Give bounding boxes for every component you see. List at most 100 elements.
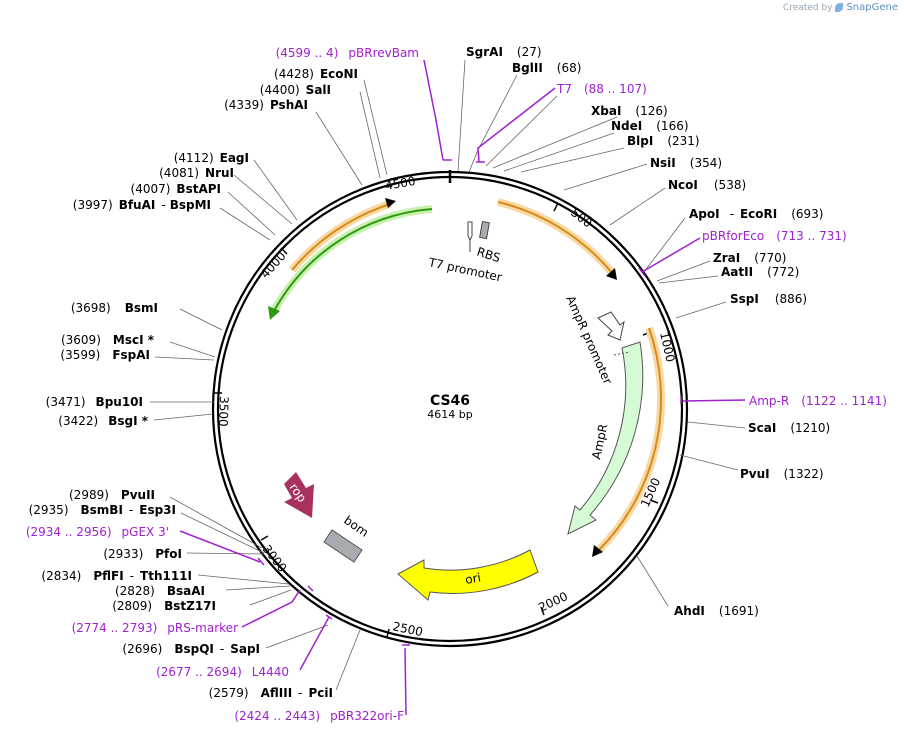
primer-pbrrevbam-range: (4599 .. 4) xyxy=(276,46,339,60)
site-pflfi-pos: (2834) xyxy=(41,569,81,583)
ampr-promoter-label: AmpR promoter xyxy=(563,294,615,387)
svg-text:(2424 .. 2443)pBR322ori-F: (2424 .. 2443)pBR322ori-F xyxy=(234,709,404,723)
site-msci-pos: (3609) xyxy=(61,333,101,347)
tick-500: 500 xyxy=(568,205,595,230)
leader-lines xyxy=(150,59,746,691)
svg-text:(2934 .. 2956)pGEX 3': (2934 .. 2956)pGEX 3' xyxy=(26,525,169,539)
svg-text:(2834)PflFI-Tth111I: (2834)PflFI-Tth111I xyxy=(41,569,192,583)
ori-arrow xyxy=(397,549,539,601)
site-xbai-pos: (126) xyxy=(635,104,667,118)
primer-l4440-range: (2677 .. 2694) xyxy=(156,665,242,679)
site-bsmi-name: BsmI xyxy=(125,301,158,315)
site-bpu10i-name: Bpu10I xyxy=(96,395,143,409)
site-bsmbi-name: BsmBI xyxy=(81,503,123,517)
svg-text:NdeI(166): NdeI(166) xyxy=(611,119,689,133)
svg-text:(3609)MscI *: (3609)MscI * xyxy=(61,333,155,347)
orange-feature-arrow-right xyxy=(597,327,663,552)
site-ncoi-name: NcoI xyxy=(668,178,698,192)
site-sgrai-name: SgrAI xyxy=(466,45,503,59)
site-sapi-name: SapI xyxy=(230,642,260,656)
credit-brand: SnapGene xyxy=(846,2,898,13)
site-pfoi-pos: (2933) xyxy=(103,547,143,561)
svg-text:AatII(772): AatII (772) xyxy=(721,265,799,279)
svg-text:(4599 .. 4)pBRrevBam: (4599 .. 4) pBRrevBam xyxy=(276,46,419,60)
site-scai-pos: (1210) xyxy=(790,421,830,435)
site-sali-pos: (4400) xyxy=(260,83,300,97)
site-afliii-pos: (2579) xyxy=(209,686,249,700)
primer-pbr322orif-range: (2424 .. 2443) xyxy=(234,709,320,723)
site-bstz17i-pos: (2809) xyxy=(112,599,152,613)
svg-text:(2677 .. 2694)L4440: (2677 .. 2694) L4440 xyxy=(156,665,289,679)
primer-pbrrevbam-name: pBRrevBam xyxy=(348,46,419,60)
tick-4500: 4500 xyxy=(384,174,417,193)
site-apoi-name: ApoI xyxy=(689,207,720,221)
green-feature-arrow xyxy=(273,208,433,312)
ampr-arrow xyxy=(567,341,644,535)
svg-text:(4428)EcoNI: (4428)EcoNI xyxy=(274,67,358,81)
site-aatii-name: AatII xyxy=(721,265,753,279)
site-nsii-pos: (354) xyxy=(690,156,722,170)
svg-text:AhdI(1691): AhdI(1691) xyxy=(674,604,759,618)
svg-text:(4339)PshAI: (4339)PshAI xyxy=(224,98,308,112)
orange-feature-arrow-left xyxy=(291,203,391,271)
site-xbai-name: XbaI xyxy=(591,104,621,118)
site-nrui-name: NruI xyxy=(205,166,234,180)
tick-2500: 2500 xyxy=(391,619,424,639)
svg-text:(4112)EagI: (4112)EagI xyxy=(174,151,249,165)
site-blpi-pos: (231) xyxy=(667,134,699,148)
svg-text:XbaI(126): XbaI (126) xyxy=(591,104,668,118)
site-pflfi-name: PflFI xyxy=(93,569,123,583)
svg-text:PvuI(1322): PvuI (1322) xyxy=(740,467,824,481)
site-pfoi-name: PfoI xyxy=(155,547,182,561)
svg-text:(2933)PfoI: (2933) PfoI xyxy=(103,547,182,561)
site-econi-name: EcoNI xyxy=(320,67,358,81)
svg-text:SspI(886): SspI (886) xyxy=(730,292,807,306)
site-sgrai-pos: (27) xyxy=(517,45,542,59)
site-bsaai-name: BsaAI xyxy=(167,584,205,598)
primer-ampr-name: Amp-R xyxy=(749,394,789,408)
site-bspqi-name: BspQI xyxy=(174,642,214,656)
site-aatii-pos: (772) xyxy=(767,265,799,279)
bom-label: bom xyxy=(341,513,371,540)
site-pvui-name: PvuI xyxy=(740,467,770,481)
site-afliii-name: AflIII xyxy=(261,686,293,700)
svg-text:(2828)BsaAI: (2828)BsaAI xyxy=(115,584,205,598)
site-apoi-pos: (693) xyxy=(791,207,823,221)
site-bsmi-pos: (3698) xyxy=(71,301,111,315)
ampr-promoter-arrow xyxy=(597,311,625,341)
svg-text:BlpI(231): BlpI(231) xyxy=(627,134,700,148)
site-labels-left: (4428)EcoNI (4400)SalI (4339)PshAI (4112… xyxy=(29,67,358,700)
site-zrai-pos: (770) xyxy=(754,251,786,265)
site-pvui-pos: (1322) xyxy=(784,467,824,481)
svg-text:pBRforEco(713 .. 731): pBRforEco(713 .. 731) xyxy=(702,229,847,243)
primer-pgex3-range: (2934 .. 2956) xyxy=(26,525,112,539)
primer-l4440-name: L4440 xyxy=(252,665,289,679)
tick-3000: 3000 xyxy=(260,542,290,575)
svg-text:Amp-R(1122 .. 1141): Amp-R(1122 .. 1141) xyxy=(749,394,887,408)
site-pvuii-pos: (2989) xyxy=(69,488,109,502)
primer-prsmarker-name: pRS-marker xyxy=(167,621,238,635)
rbs-box xyxy=(479,221,490,240)
site-eagi-pos: (4112) xyxy=(174,151,214,165)
svg-text:(4081)NruI: (4081)NruI xyxy=(159,166,234,180)
site-fspai-name: FspAI xyxy=(112,348,150,362)
site-scai-name: ScaI xyxy=(748,421,776,435)
site-pshai-name: PshAI xyxy=(270,98,308,112)
svg-text:(3422)BsgI *: (3422)BsgI * xyxy=(58,414,148,428)
primer-t7-name: T7 xyxy=(556,82,572,96)
bom-box xyxy=(323,529,363,563)
site-ndei-name: NdeI xyxy=(611,119,642,133)
site-esp3i-name: Esp3I xyxy=(139,503,176,517)
credit-created-by: Created by xyxy=(782,2,833,13)
svg-text:ScaI(1210): ScaI (1210) xyxy=(748,421,830,435)
primer-markers xyxy=(179,59,746,716)
backbone xyxy=(211,170,689,648)
svg-text:(3997)BfuAI-BspMI: (3997)BfuAI-BspMI xyxy=(73,198,211,212)
svg-text:(4007)BstAPI: (4007)BstAPI xyxy=(131,182,221,196)
site-ahdi-pos: (1691) xyxy=(719,604,759,618)
site-sspi-pos: (886) xyxy=(775,292,807,306)
site-bstapi-name: BstAPI xyxy=(176,182,221,196)
svg-text:(2579)AflIII-PciI: (2579)AflIII-PciI xyxy=(209,686,333,700)
site-sspi-name: SspI xyxy=(730,292,759,306)
